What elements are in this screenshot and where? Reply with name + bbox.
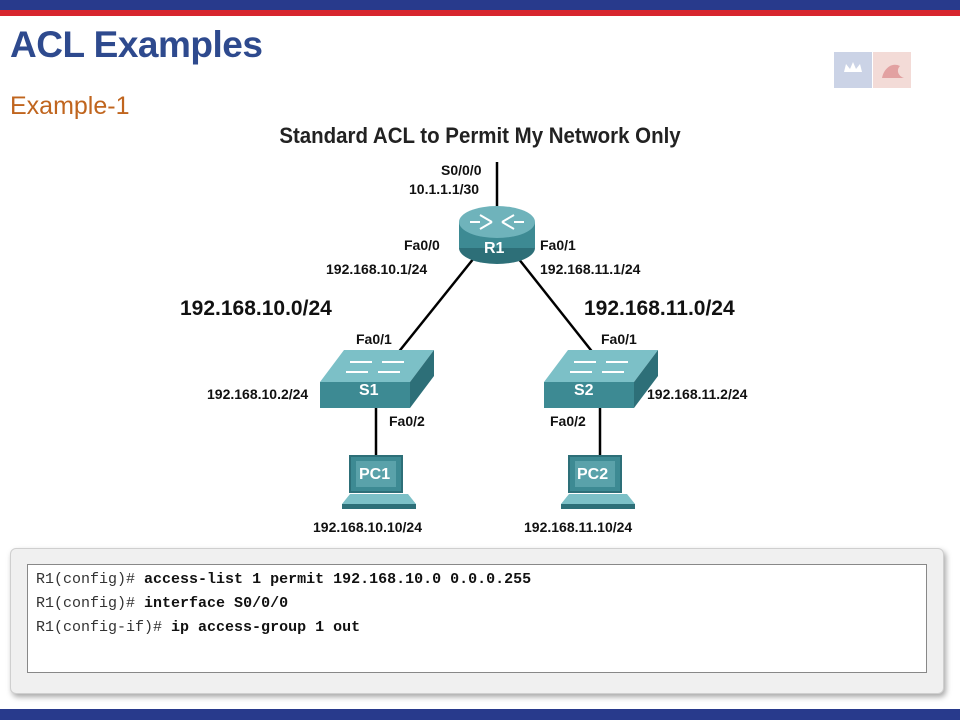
config-panel: R1(config)# access-list 1 permit 192.168…	[10, 548, 944, 694]
router-left-interface: Fa0/0	[404, 237, 440, 253]
switch-icon	[544, 350, 658, 408]
pc1-name: PC1	[359, 466, 391, 483]
router-right-interface: Fa0/1	[540, 237, 576, 253]
s1-pc-interface: Fa0/2	[389, 413, 425, 429]
slide-subtitle: Example-1	[10, 92, 130, 120]
config-prompt: R1(config)#	[36, 595, 136, 612]
pc1-ip: 192.168.10.10/24	[313, 519, 422, 535]
link-r1-s1	[396, 257, 475, 355]
router-icon	[459, 206, 535, 264]
config-command: ip access-group 1 out	[171, 619, 361, 636]
s2-uplink-interface: Fa0/1	[601, 331, 637, 347]
switch-icon	[320, 350, 434, 408]
slide-title: ACL Examples	[10, 24, 263, 65]
pc-icon	[342, 455, 416, 509]
router-right-ip: 192.168.11.1/24	[540, 261, 641, 277]
router-left-ip: 192.168.10.1/24	[326, 261, 428, 277]
pc-icon	[561, 455, 635, 509]
top-blue-stripe	[0, 0, 960, 10]
config-prompt: R1(config)#	[36, 571, 136, 588]
pc2-name: PC2	[577, 466, 609, 483]
top-brand-bar	[0, 0, 960, 20]
config-line: R1(config-if)# ip access-group 1 out	[36, 619, 360, 636]
bottom-brand-bar	[0, 709, 960, 720]
s1-ip: 192.168.10.2/24	[207, 386, 309, 402]
switch-s1-name: S1	[359, 382, 379, 399]
router-wan-ip: 10.1.1.1/30	[409, 181, 480, 197]
config-command: interface S0/0/0	[144, 595, 289, 612]
s2-ip: 192.168.11.2/24	[647, 386, 748, 402]
top-red-stripe	[0, 10, 960, 16]
network-left-label: 192.168.10.0/24	[180, 297, 332, 320]
diagram-title: Standard ACL to Permit My Network Only	[279, 123, 681, 148]
link-r1-s2	[517, 257, 595, 355]
s1-uplink-interface: Fa0/1	[356, 331, 392, 347]
router-name: R1	[484, 240, 505, 257]
config-prompt: R1(config-if)#	[36, 619, 163, 636]
config-terminal: R1(config)# access-list 1 permit 192.168…	[27, 564, 927, 673]
network-right-label: 192.168.11.0/24	[584, 297, 735, 320]
config-line: R1(config)# interface S0/0/0	[36, 595, 288, 612]
switch-s2-name: S2	[574, 382, 594, 399]
router-wan-interface: S0/0/0	[441, 162, 482, 178]
config-command: access-list 1 permit 192.168.10.0 0.0.0.…	[144, 571, 532, 588]
crest-logo-icon	[834, 52, 911, 88]
pc2-ip: 192.168.11.10/24	[524, 519, 633, 535]
s2-pc-interface: Fa0/2	[550, 413, 586, 429]
config-line: R1(config)# access-list 1 permit 192.168…	[36, 571, 531, 588]
